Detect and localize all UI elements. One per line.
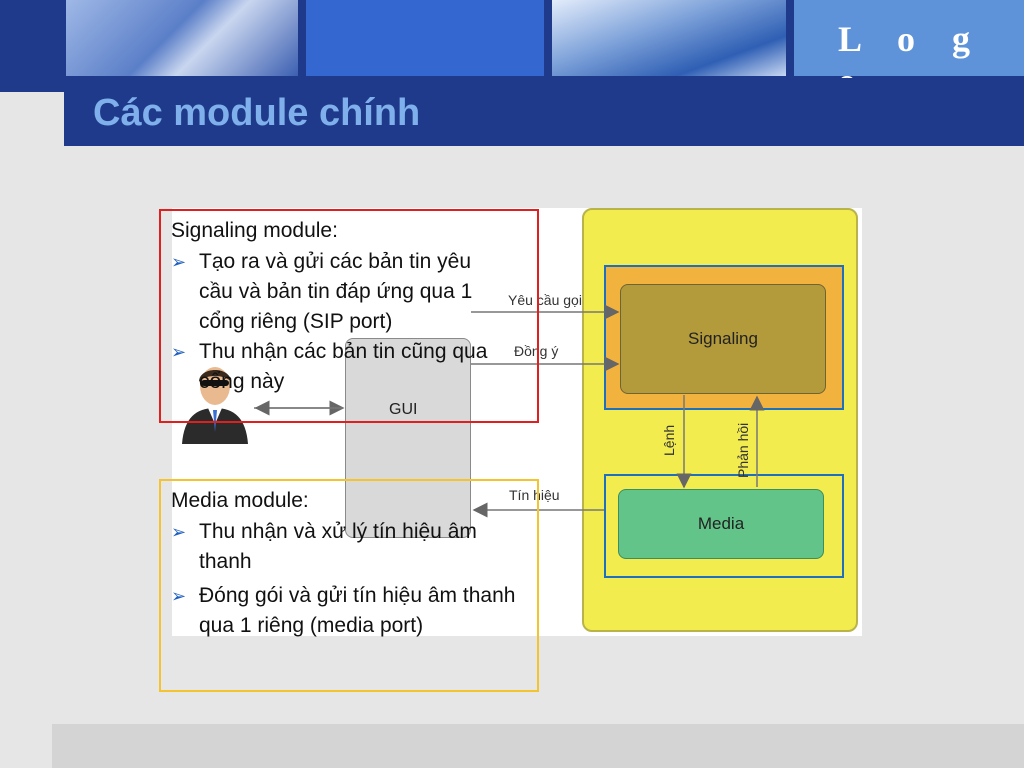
arrowhead-bullet-icon: ➢ [171, 522, 187, 542]
media-description-box: Media module: ➢ Thu nhận và xử lý tín hi… [159, 479, 539, 692]
gui-node [345, 338, 471, 538]
media-bullet: ➢ Đóng gói và gửi tín hiệu âm thanh qua … [171, 581, 531, 641]
signaling-bullet: ➢ Thu nhận các bản tin cũng qua cổng này [171, 337, 531, 397]
arrowhead-bullet-icon: ➢ [171, 252, 187, 272]
signaling-description-box: Signaling module: ➢ Tạo ra và gửi các bả… [159, 209, 539, 423]
title-bar [0, 78, 1024, 146]
banner-image-blue [306, 0, 544, 76]
media-heading: Media module: [171, 489, 309, 512]
signaling-bullet-text: Thu nhận các bản tin cũng qua cổng này [199, 340, 488, 393]
arrowhead-bullet-icon: ➢ [171, 586, 187, 606]
edge-label-command: Lệnh [661, 424, 677, 456]
footer-bar [52, 724, 1024, 768]
media-node: Media [618, 489, 824, 559]
media-bullet-text: Đóng gói và gửi tín hiệu âm thanh qua 1 … [199, 584, 516, 637]
signaling-node: Signaling [620, 284, 826, 394]
signaling-bullet: ➢ Tạo ra và gửi các bản tin yêu cầu và b… [171, 247, 531, 337]
edge-label-signal: Tín hiệu [509, 487, 560, 503]
edge-label-request-call: Yêu cầu gọi [508, 292, 582, 308]
banner-logo-tile [794, 0, 1024, 76]
media-bullet-text: Thu nhận và xử lý tín hiệu âm thanh [199, 520, 477, 573]
user-person-icon [182, 367, 248, 444]
title-bar-notch [0, 92, 64, 146]
edge-label-response: Phản hồi [735, 422, 751, 478]
signaling-heading: Signaling module: [171, 219, 338, 242]
media-bullet: ➢ Thu nhận và xử lý tín hiệu âm thanh [171, 517, 531, 577]
edge-label-accept: Đồng ý [514, 343, 559, 359]
banner-image-hands [66, 0, 298, 76]
signaling-bullet-text: Tạo ra và gửi các bản tin yêu cầu và bản… [199, 250, 473, 333]
slide-title: Các module chính [93, 92, 421, 134]
media-node-label: Media [697, 514, 745, 533]
arrowhead-bullet-icon: ➢ [171, 342, 187, 362]
banner-image-buildings [552, 0, 786, 76]
signaling-node-label: Signaling [688, 329, 758, 348]
gui-node-label: GUI [389, 401, 418, 418]
